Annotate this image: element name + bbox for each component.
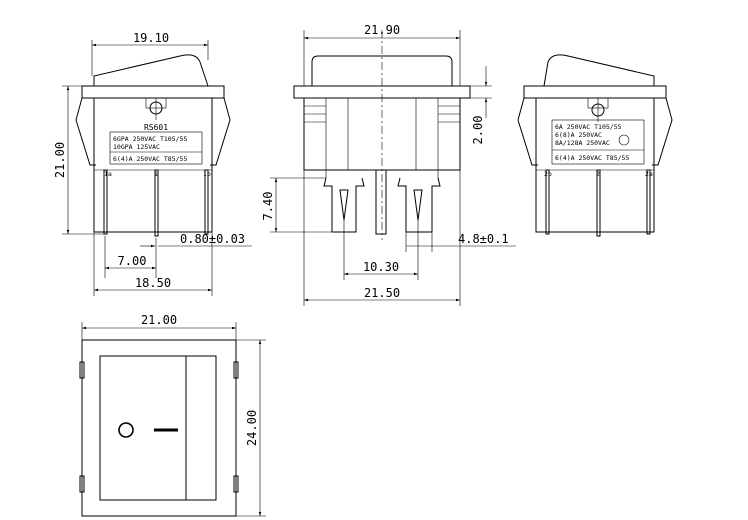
pin-1a	[103, 169, 108, 235]
rear-housing	[535, 97, 655, 233]
rocker-cap	[93, 54, 209, 87]
dim-pin-thickness: 0.80±0.03	[180, 232, 245, 246]
pin-label-2a: 2a	[645, 170, 653, 178]
rear-right-clip	[652, 97, 673, 166]
rear-label-line-1: 6A 250VAC T105/55	[555, 123, 622, 131]
pin-label-2: 2	[596, 170, 600, 178]
pin-label-1a: 1a	[104, 170, 112, 178]
rear-label-line-3: 8A/128A 250VAC	[555, 139, 610, 147]
side-rocker	[311, 55, 453, 86]
front-view: RS601 6GPA 250VAC T105/55 10GPA 125VAC 6…	[53, 31, 252, 296]
top-view: 21.00 24.00	[79, 313, 266, 517]
dim-front-width: 19.10	[133, 31, 169, 45]
dim-top-width: 21.00	[141, 313, 177, 327]
pin-2	[596, 169, 601, 237]
front-model-text: RS601	[144, 123, 168, 132]
dim-top-height: 24.00	[245, 410, 259, 446]
side-terminal-right	[397, 177, 441, 233]
bezel	[81, 85, 225, 99]
top-rocker-face	[99, 355, 217, 501]
rear-rocker	[543, 54, 655, 87]
pin-2a	[646, 169, 651, 235]
pin-2b	[545, 169, 550, 235]
dim-pin-pitch: 10.30	[363, 260, 399, 274]
dim-front-bottom: 18.50	[135, 276, 171, 290]
rear-label-bottom: 6(4)A 250VAC T85/55	[555, 154, 629, 162]
side-terminal-center	[375, 169, 387, 235]
front-label-line-1: 6GPA 250VAC T105/55	[113, 135, 187, 143]
pin-1b	[204, 169, 209, 235]
pin-label-1b: 1b	[203, 170, 211, 178]
dim-front-height: 21.00	[53, 142, 67, 178]
pin-label-1: 1	[154, 170, 158, 178]
left-clip	[75, 97, 96, 166]
pin-label-2b: 2b	[544, 170, 552, 178]
cert-mark-icon	[618, 134, 630, 146]
off-symbol-icon	[118, 422, 134, 438]
pin-1	[154, 169, 159, 237]
front-label-line-2: 10GPA 125VAC	[113, 143, 160, 151]
rear-label-line-2: 6(8)A 250VAC	[555, 131, 602, 139]
rear-bezel	[523, 85, 667, 99]
dim-side-bottom: 21.50	[364, 286, 400, 300]
dim-side-gap: 2.00	[471, 116, 485, 145]
front-label-bottom: 6(4)A 250VAC T85/55	[113, 155, 187, 163]
rear-left-clip	[517, 97, 538, 166]
side-view: 21.90 2.00 7.40 4.8±0.1 10.30 21.50	[261, 23, 516, 306]
rear-label-box	[551, 119, 645, 165]
dim-side-width: 21.90	[364, 23, 400, 37]
side-terminal-left-hole	[339, 189, 349, 221]
dim-pin-spacing: 7.00	[118, 254, 147, 268]
side-terminal-right-hole	[413, 189, 423, 221]
top-bezel	[81, 339, 237, 517]
rear-view: 6A 250VAC T105/55 6(8)A 250VAC 8A/128A 2…	[517, 54, 673, 237]
dim-tab-width: 4.8±0.1	[458, 232, 509, 246]
housing	[93, 97, 213, 233]
right-clip	[210, 97, 231, 166]
dim-pin-length: 7.40	[261, 192, 275, 221]
front-label-box	[109, 131, 203, 165]
